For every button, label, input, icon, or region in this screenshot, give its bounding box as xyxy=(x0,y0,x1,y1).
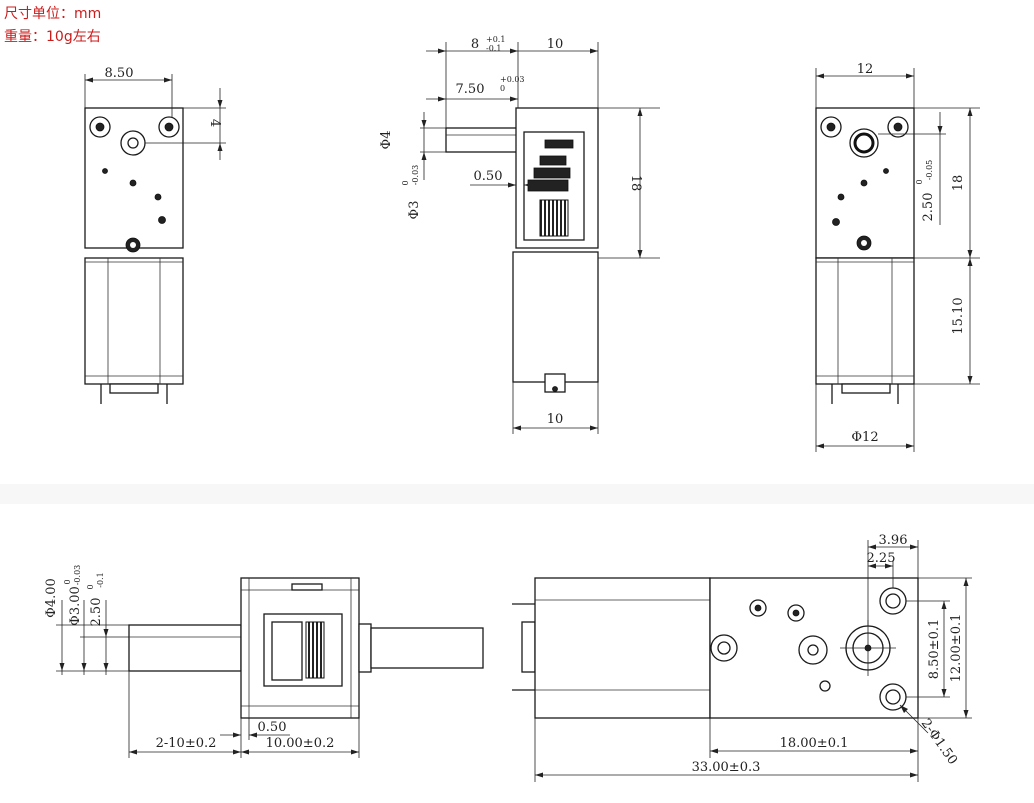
bl-flat-depth-tol-minus: -0.1 xyxy=(96,572,105,587)
side-gap-dim: 0.50 xyxy=(474,169,503,184)
side-view: 8 +0.1 -0.1 10 7.50 +0.03 0 Φ4 Φ3 0 -0.0… xyxy=(379,35,660,434)
back-view: 12 2.50 0 -0.05 18 15.10 Φ12 xyxy=(815,62,980,452)
back-flat-offset-tol-plus: 0 xyxy=(915,179,924,184)
side-flat-length-tol-plus: +0.03 xyxy=(500,75,525,84)
bl-left-shaft xyxy=(128,624,242,672)
front-view: 8.50 4 xyxy=(84,66,226,404)
bl-shaft-dia-dim: Φ4.00 xyxy=(44,578,59,618)
bl-flat-dia-tol-plus: 0 xyxy=(63,579,72,584)
back-motor-body xyxy=(815,257,915,385)
side-flat-dia-tol-minus: -0.03 xyxy=(411,165,420,186)
bl-gap-dim: 0.50 xyxy=(258,720,287,735)
br-offset-b-dim: 2.25 xyxy=(867,551,896,566)
bottom-left-view: Φ4.00 Φ3.00 0 -0.03 2.50 0 -0.1 0.50 2-1… xyxy=(44,565,484,758)
side-gearbox-width-dim: 10 xyxy=(547,37,564,52)
side-shaft-length-tol-minus: -0.1 xyxy=(486,44,501,53)
br-offset-a-dim: 3.96 xyxy=(879,533,908,548)
side-output-shaft xyxy=(445,127,519,153)
back-width-dim: 12 xyxy=(857,62,874,77)
bl-flat-depth-tol-plus: 0 xyxy=(86,584,95,589)
back-gearbox-height-dim: 18 xyxy=(951,175,966,192)
side-shaft-length-tol-plus: +0.1 xyxy=(486,35,505,44)
side-flat-length-tol-minus: 0 xyxy=(500,84,505,93)
bl-shaft-length-dim: 2-10±0.2 xyxy=(156,736,217,751)
unit-note: 尺寸单位：mm xyxy=(4,6,102,22)
side-flat-dia-tol-plus: 0 xyxy=(401,180,410,185)
side-flat-length-dim: 7.50 xyxy=(456,82,485,97)
br-gearbox-length-dim: 18.00±0.1 xyxy=(780,736,849,751)
br-mount-holes-dim: 2-Φ1.50 xyxy=(918,716,960,767)
front-motor-body xyxy=(84,257,184,385)
panel-separator xyxy=(0,484,1034,504)
br-total-length-dim: 33.00±0.3 xyxy=(692,760,761,775)
side-flat-dia-dim: Φ3 xyxy=(407,201,422,220)
br-motor-body xyxy=(534,577,711,719)
front-hole-offset-dim: 4 xyxy=(207,119,222,127)
back-motor-length-dim: 15.10 xyxy=(951,297,966,334)
front-width-dim: 8.50 xyxy=(105,66,134,81)
back-flat-offset-dim: 2.50 xyxy=(921,193,936,222)
br-hole-spacing-dim: 8.50±0.1 xyxy=(927,619,942,680)
side-shaft-dia-dim: Φ4 xyxy=(379,131,394,150)
bl-flat-depth-dim: 2.50 xyxy=(89,598,104,627)
bl-right-shaft xyxy=(370,627,484,669)
side-motor-body xyxy=(512,251,599,383)
side-motor-width-dim: 10 xyxy=(547,412,564,427)
side-height-dim: 18 xyxy=(628,175,643,192)
back-motor-dia-dim: Φ12 xyxy=(851,430,878,445)
side-shaft-length-dim: 8 xyxy=(471,37,479,52)
br-plate-height-dim: 12.00±0.1 xyxy=(949,614,964,683)
bl-gearbox-length-dim: 10.00±0.2 xyxy=(266,736,335,751)
back-flat-offset-tol-minus: -0.05 xyxy=(925,160,934,181)
bl-flat-dia-tol-minus: -0.03 xyxy=(73,565,82,586)
bl-flat-dia-dim: Φ3.00 xyxy=(68,586,83,626)
bottom-right-view: 3.96 2.25 8.50±0.1 12.00±0.1 2-Φ1.50 18.… xyxy=(512,533,972,782)
weight-note: 重量：10g左右 xyxy=(4,29,101,45)
